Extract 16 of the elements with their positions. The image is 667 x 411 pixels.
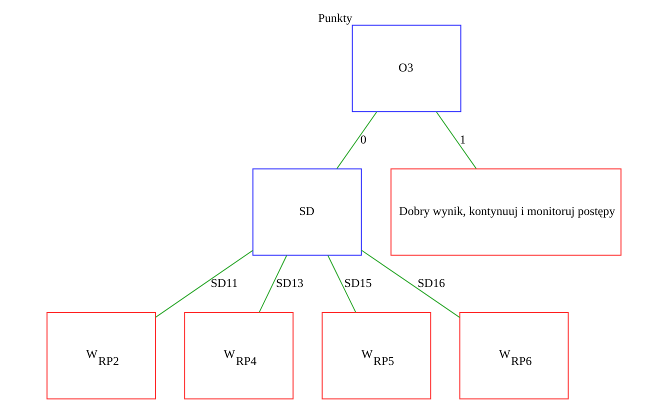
connector <box>435 112 476 169</box>
node-box: SD <box>252 168 362 256</box>
node-label: Punkty <box>318 10 352 25</box>
node-box: Dobry wynik, kontynuuj i monitoruj postępy <box>390 168 621 256</box>
edge-label: 1 <box>459 132 466 146</box>
edge-label: SD16 <box>417 276 445 290</box>
node-box: O3 <box>351 24 461 112</box>
connector <box>360 250 460 318</box>
edge-label: SD13 <box>276 276 303 290</box>
connector <box>154 250 253 318</box>
edge-label: SD11 <box>210 276 238 290</box>
connector <box>336 112 377 169</box>
connector <box>258 255 287 312</box>
edge-label: SD15 <box>344 276 372 290</box>
edge-label: 0 <box>360 132 366 146</box>
connector <box>326 255 356 312</box>
